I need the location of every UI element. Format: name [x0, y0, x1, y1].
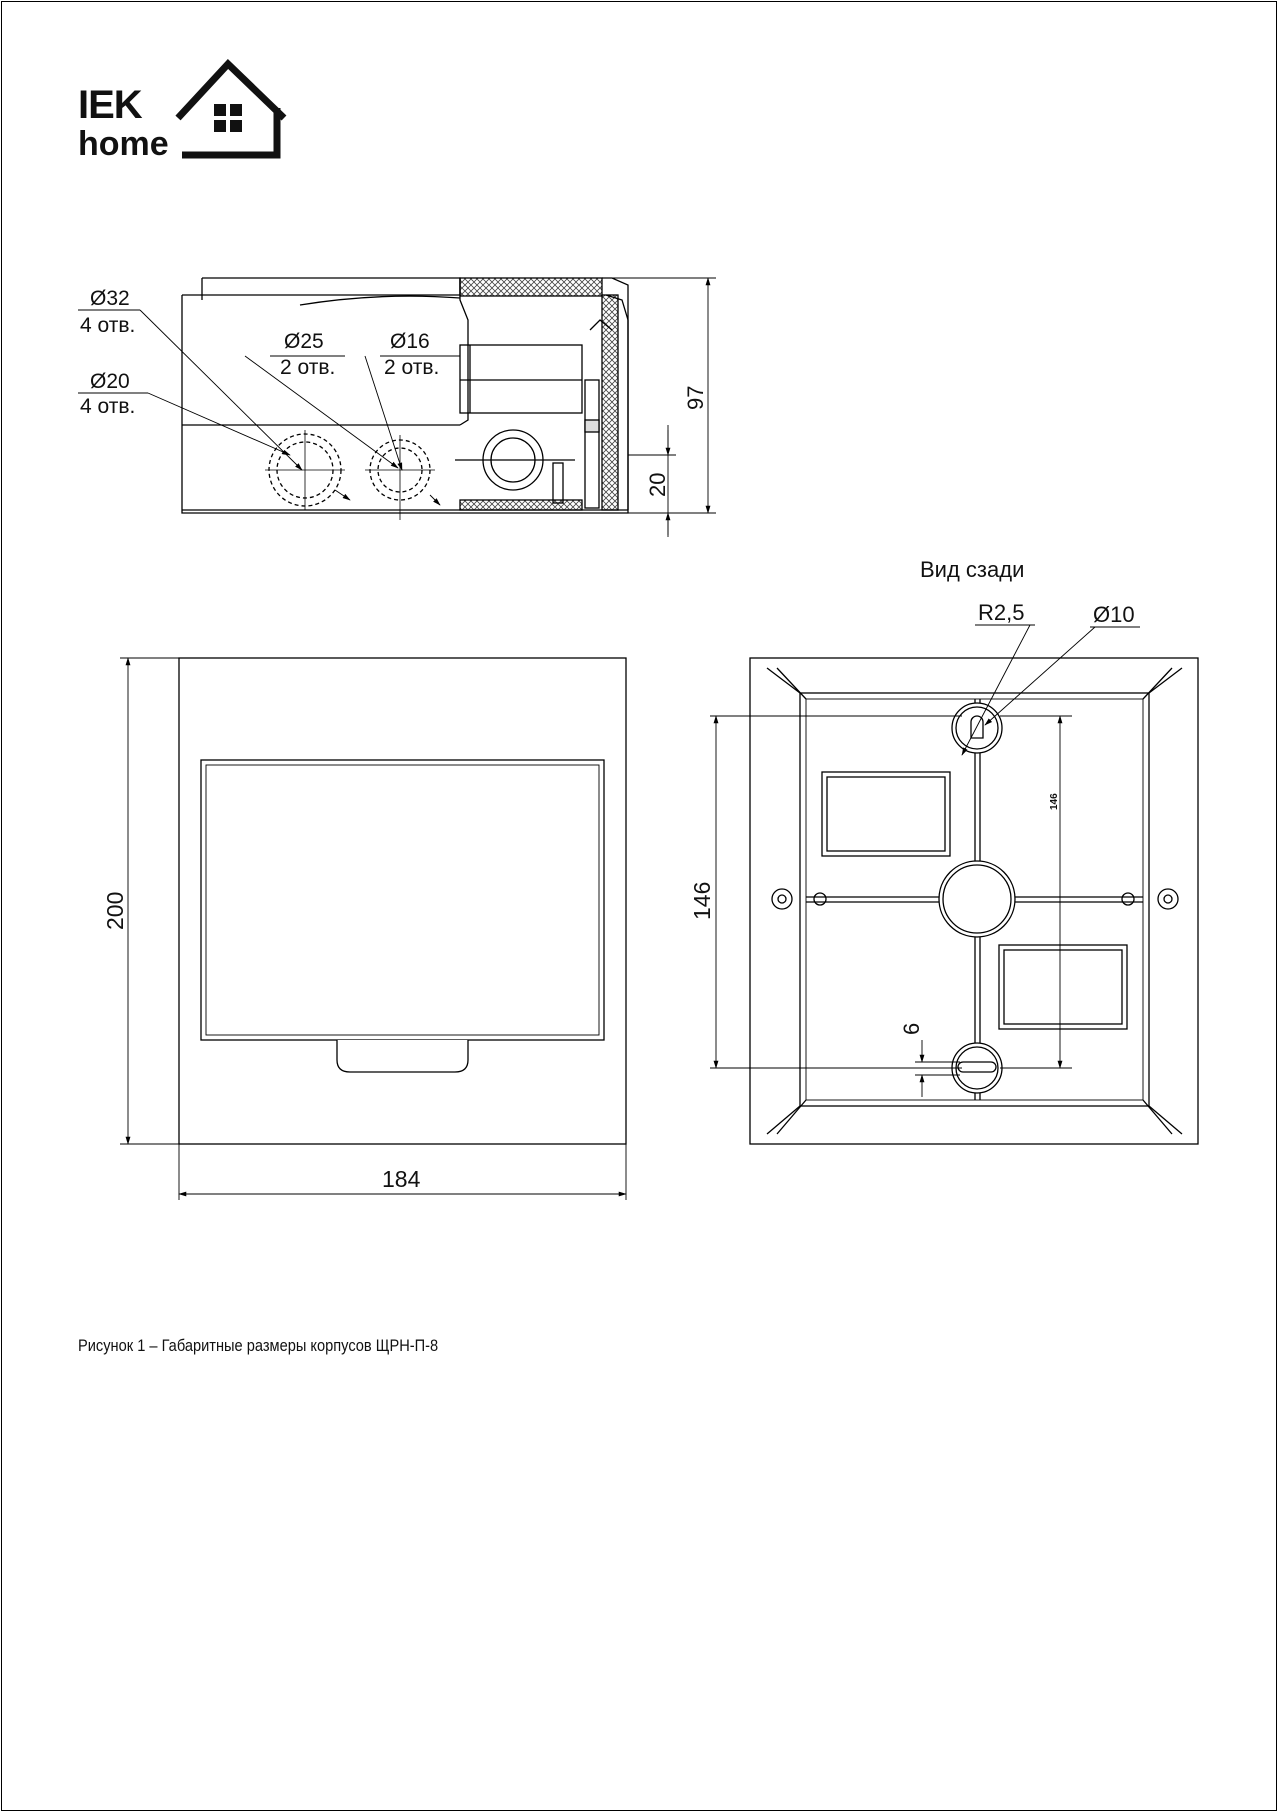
rear-view: [749, 657, 1199, 1145]
dim-height-200: 200: [102, 892, 128, 930]
callout-dia-25: Ø25: [284, 330, 324, 353]
rear-view-dimensions: [710, 624, 1140, 1097]
front-view: [178, 657, 627, 1145]
rear-hole-label: Ø10: [1093, 602, 1135, 627]
dim-spacing-146: 146: [689, 882, 715, 920]
callout-dia-32: Ø32: [90, 287, 130, 310]
house-icon: [175, 59, 287, 159]
window-icon: [214, 104, 242, 132]
logo-sub: home: [78, 125, 169, 163]
side-view-labels: Ø32 4 отв. Ø20 4 отв. Ø25 2 отв. Ø16 2 о…: [80, 287, 439, 418]
figure-caption: Рисунок 1 – Габаритные размеры корпусов …: [78, 1336, 439, 1355]
callout-holes-16: 2 отв.: [384, 356, 439, 379]
side-view-leaders: [78, 309, 460, 506]
front-view-dimensions: [120, 657, 627, 1200]
callout-holes-20: 4 отв.: [80, 395, 135, 418]
iek-home-logo: IEK home: [78, 59, 287, 163]
callout-dia-20: Ø20: [90, 370, 130, 393]
dim-width-184: 184: [382, 1166, 421, 1192]
callout-holes-32: 4 отв.: [80, 314, 135, 337]
dim-offset-20: 20: [645, 473, 670, 497]
dim-height-97: 97: [683, 386, 708, 410]
callout-dia-16: Ø16: [390, 330, 430, 353]
rear-view-title: Вид сзади: [920, 557, 1024, 582]
logo-brand: IEK: [78, 83, 143, 127]
callout-holes-25: 2 отв.: [280, 356, 335, 379]
side-view-dimensions: [612, 277, 716, 537]
rear-radius-label: R2,5: [978, 600, 1024, 625]
side-view: [181, 277, 629, 520]
dim-spacing-146-inner: 146: [1049, 793, 1060, 810]
dim-slot-6: 6: [899, 1023, 924, 1035]
